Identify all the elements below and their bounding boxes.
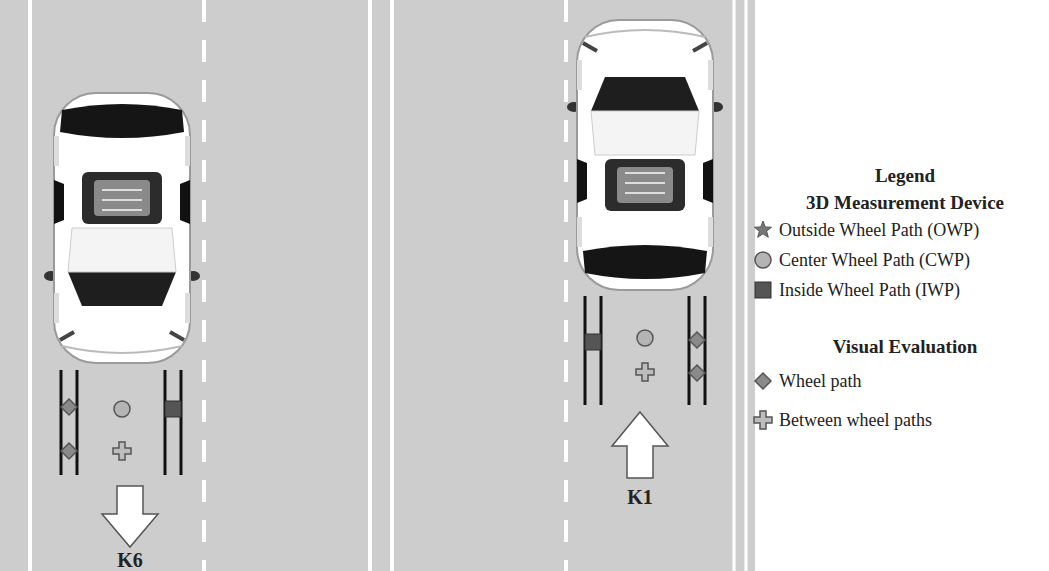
- legend-symbol: [755, 373, 771, 389]
- legend-text: Wheel path: [779, 372, 861, 392]
- direction-label: K1: [627, 486, 653, 508]
- wheel-path-marker: [689, 365, 705, 381]
- wheel-path-marker: [689, 332, 705, 348]
- center-line: [368, 0, 372, 571]
- wheel-path-line: [688, 296, 691, 405]
- edge-line: [28, 0, 32, 571]
- legend-symbol: [754, 411, 772, 429]
- lane-line: [202, 0, 206, 571]
- legend-heading: 3D Measurement Device: [806, 193, 1004, 214]
- legend-text: Outside Wheel Path (OWP): [779, 221, 979, 241]
- wheel-path-line: [164, 370, 167, 475]
- edge-line: [745, 0, 748, 571]
- wheel-path-line: [60, 370, 63, 475]
- iwp-marker: [585, 334, 601, 350]
- direction-arrow: [102, 486, 158, 547]
- wheel-path-line: [76, 370, 79, 475]
- wheel-path-marker: [61, 443, 77, 459]
- road-surface: [0, 0, 755, 571]
- center-line: [390, 0, 394, 571]
- wheel-path-marker: [61, 399, 77, 415]
- cwp-marker: [637, 330, 653, 346]
- legend-text: Center Wheel Path (CWP): [779, 251, 970, 271]
- legend-symbol: [755, 252, 771, 268]
- legend-symbol: [754, 221, 771, 237]
- direction-label: K6: [117, 549, 143, 571]
- wheel-path-line: [180, 370, 183, 475]
- direction-arrow: [612, 412, 668, 478]
- car: [567, 20, 723, 290]
- wheel-path-line: [704, 296, 707, 405]
- between-marker: [636, 363, 654, 381]
- iwp-marker: [165, 401, 181, 417]
- cwp-marker: [114, 401, 130, 417]
- legend-text: Between wheel paths: [779, 411, 932, 431]
- legend-text: Inside Wheel Path (IWP): [779, 281, 960, 301]
- legend-heading: Visual Evaluation: [833, 337, 977, 358]
- between-marker: [113, 442, 131, 460]
- lane-line: [564, 0, 568, 571]
- wheel-path-lines: [61, 296, 705, 475]
- edge-line: [733, 0, 736, 571]
- legend-symbol: [755, 282, 771, 298]
- car: [44, 93, 200, 363]
- legend-heading: Legend: [875, 166, 935, 187]
